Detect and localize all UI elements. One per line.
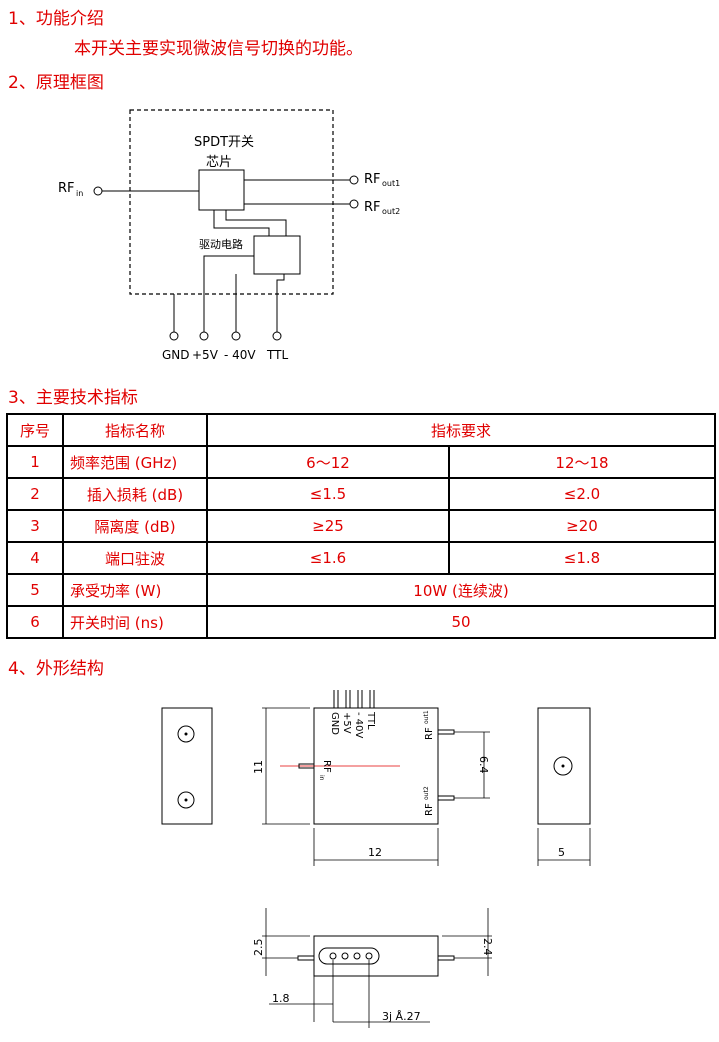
outline-pin-5v: +5V: [341, 712, 352, 734]
row-value: 10W (连续波): [206, 573, 716, 607]
outline-rf-in: RF: [321, 760, 332, 773]
rf-out1-sub: out1: [382, 179, 400, 188]
outline-rf-out2: RF: [424, 803, 435, 816]
rf-in-port: [93, 186, 103, 196]
row-no: 4: [6, 541, 64, 575]
rf-in-sub: in: [76, 189, 83, 198]
outline-rf-out1-sub: out1: [423, 710, 430, 724]
row-v2: 12～18: [448, 445, 716, 479]
row-no: 5: [6, 573, 64, 607]
row-v2: ≤1.8: [448, 541, 716, 575]
spec-table: 序号 指标名称 指标要求 1 频率范围 (GHz) 6～12 12～18 2 插…: [6, 413, 716, 639]
pin-label-40v: - 40V: [224, 348, 256, 362]
side-view-left: [161, 707, 213, 825]
row-name: 频率范围 (GHz): [62, 445, 208, 479]
side-view-right: [537, 707, 591, 825]
row-v1: ≤1.6: [206, 541, 450, 575]
dim-2-5: 2.5: [252, 939, 265, 957]
rf-out2-sub: out2: [382, 207, 400, 216]
row-value: 50: [206, 605, 716, 639]
outline-drawing: GND +5V - 40V TTL RF in RF out1 RF out2 …: [161, 690, 591, 1028]
driver-label: 驱动电路: [199, 238, 243, 251]
row-v2: ≤2.0: [448, 477, 716, 511]
outline-pin-gnd: GND: [329, 712, 340, 735]
pin-label-ttl: TTL: [266, 348, 288, 362]
dim-depth: 5: [558, 846, 565, 859]
switch-chip-box: [198, 169, 245, 211]
dim-pitch: 6.4: [477, 756, 490, 774]
header-name: 指标名称: [62, 413, 208, 447]
row-name: 开关时间 (ns): [62, 605, 208, 639]
row-no: 3: [6, 509, 64, 543]
dim-1-8: 1.8: [272, 992, 290, 1005]
table-row: 2 插入损耗 (dB) ≤1.5 ≤2.0: [6, 477, 716, 511]
table-row: 1 频率范围 (GHz) 6～12 12～18: [6, 445, 716, 479]
table-row: 3 隔离度 (dB) ≥25 ≥20: [6, 509, 716, 543]
row-name: 端口驻波: [62, 541, 208, 575]
row-v1: ≤1.5: [206, 477, 450, 511]
outline-pin-40v: - 40V: [353, 712, 364, 739]
pin-label-gnd: GND: [162, 348, 190, 362]
rf-in-label: RF: [58, 181, 75, 196]
row-no: 1: [6, 445, 64, 479]
table-header-row: 序号 指标名称 指标要求: [6, 413, 716, 447]
row-v1: ≥25: [206, 509, 450, 543]
row-name: 插入损耗 (dB): [62, 477, 208, 511]
table-row: 5 承受功率 (W) 10W (连续波): [6, 573, 716, 607]
section-title-spec: 3、主要技术指标: [8, 388, 138, 408]
section-title-outline: 4、外形结构: [8, 659, 104, 679]
table-row: 6 开关时间 (ns) 50: [6, 605, 716, 639]
pos5v-pin: [199, 331, 209, 341]
row-no: 2: [6, 477, 64, 511]
dim-2-4: 2.4: [481, 938, 494, 956]
row-v1: 6～12: [206, 445, 450, 479]
row-name: 承受功率 (W): [62, 573, 208, 607]
section-title-diagram: 2、原理框图: [8, 73, 104, 93]
neg40v-pin: [231, 331, 241, 341]
header-no: 序号: [6, 413, 64, 447]
intro-text: 本开关主要实现微波信号切换的功能。: [74, 39, 363, 59]
driver-circuit-box: [253, 235, 301, 275]
dim-height: 11: [252, 760, 265, 774]
table-row: 4 端口驻波 ≤1.6 ≤1.8: [6, 541, 716, 575]
rf-out2-label: RF: [364, 200, 381, 215]
rf-out1-label: RF: [364, 172, 381, 187]
chip-label-1: SPDT开关: [194, 135, 254, 150]
row-no: 6: [6, 605, 64, 639]
block-diagram: SPDT开关 芯片 驱动电路 RF in RF out1 RF out2 GND…: [58, 109, 400, 362]
outline-rf-out2-sub: out2: [423, 786, 430, 800]
rf-out1-port: [349, 175, 359, 185]
connector-icon: [177, 725, 195, 743]
chip-label-2: 芯片: [206, 155, 232, 170]
row-v2: ≥20: [448, 509, 716, 543]
header-req: 指标要求: [206, 413, 716, 447]
pin-label-5v: +5V: [192, 348, 219, 362]
module-outline: [129, 109, 334, 295]
connector-icon: [553, 756, 573, 776]
outline-rf-in-sub: in: [318, 775, 325, 781]
gnd-pin: [169, 331, 179, 341]
dim-pins: 3j Å.27: [382, 1010, 421, 1023]
rf-out2-port: [349, 199, 359, 209]
connector-icon: [177, 791, 195, 809]
row-name: 隔离度 (dB): [62, 509, 208, 543]
outline-pin-ttl: TTL: [365, 711, 376, 730]
section-title-intro: 1、功能介绍: [8, 9, 104, 29]
ttl-pin: [272, 331, 282, 341]
outline-rf-out1: RF: [424, 727, 435, 740]
dim-width: 12: [368, 846, 382, 859]
